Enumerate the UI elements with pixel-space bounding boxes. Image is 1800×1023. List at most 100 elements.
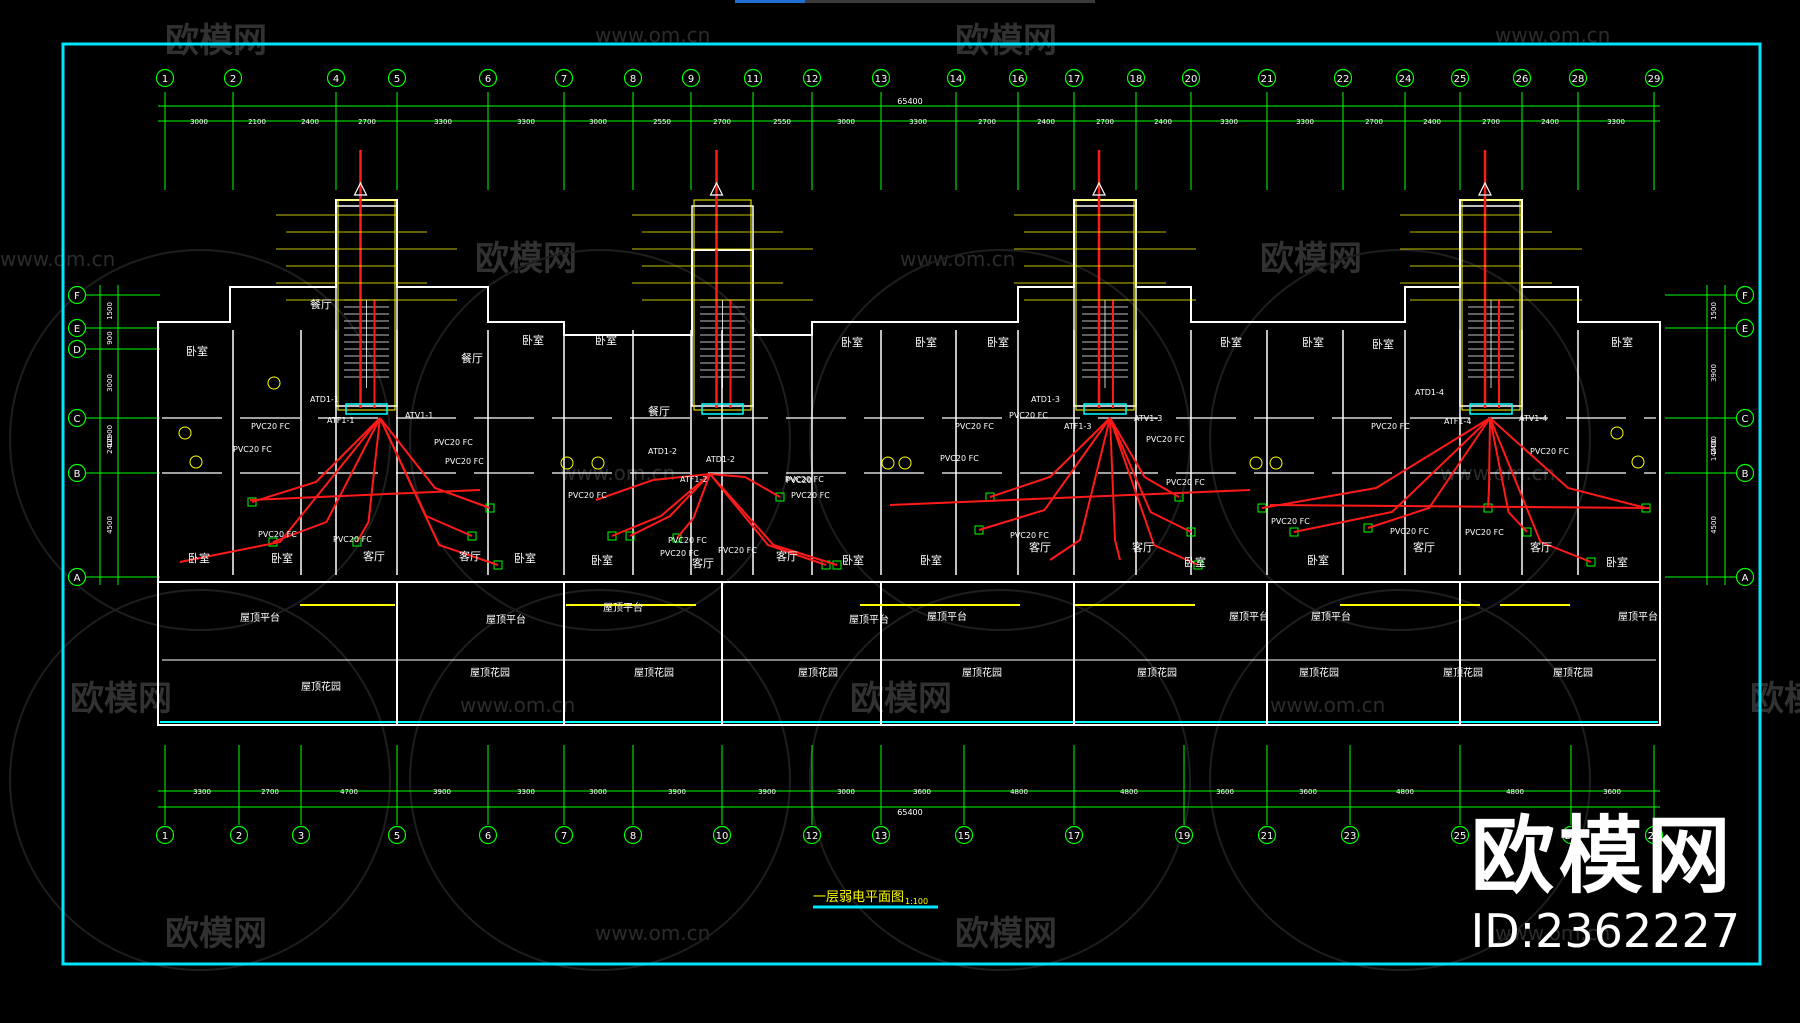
axis-bubble-bottom [1644,825,1664,845]
axis-bubble-bottom [229,825,249,845]
axis-label-bottom: 6 [485,831,491,842]
distribution-box [345,403,388,415]
dim-left-label: 4500 [106,516,114,534]
cable-route [1109,417,1180,498]
title-text: 一层弱电平面图 [813,890,904,905]
axis-bubble-left [67,318,87,338]
watermark-id: ID:2362227 [1470,903,1740,958]
dim-bottom-label: 4800 [1506,788,1524,796]
outer-frame [61,42,1762,966]
dim-right-label: 14400 [1710,439,1718,461]
distribution-box [701,403,744,415]
cable-tag: ATD1-1 [310,395,339,404]
watermark-circle [1209,249,1591,631]
axis-bubble-top [681,68,701,88]
dim-bottom-label: 3600 [1603,788,1621,796]
outlet-box [1193,560,1203,570]
dim-bottom-label: 2700 [261,788,279,796]
room-label: 卧室 [1184,555,1206,569]
room-label: 卧室 [1302,335,1324,349]
dim-bottom-label: 3600 [913,788,931,796]
stair-yellow-frame [693,199,752,411]
cable-tag: PVC20 FC [1465,528,1504,537]
cable-tag: PVC20 FC [791,491,830,500]
stair-core-outline [1073,205,1137,407]
terrace-label: 屋顶平台 [240,611,280,624]
watermark-circle [1209,589,1591,971]
axis-label-top: 25 [1454,74,1467,85]
room-label: 卧室 [915,335,937,349]
axis-bubble-right [1735,318,1755,338]
outlet-box [1186,527,1196,537]
stair-core-outline [691,205,754,407]
cable-tag: PVC20 FC [251,422,290,431]
watermark-brand: 欧模网 [1470,806,1735,905]
axis-bubble-top [1450,68,1470,88]
axis-label-top: 11 [747,74,760,85]
axis-bubble-top [1568,68,1588,88]
dim-top-label: 2550 [773,118,791,126]
cable-tag: ATD1-2 [648,447,677,456]
axis-label-left: D [73,345,81,356]
terrace-label: 屋顶花园 [962,666,1002,679]
axis-bubble-top [478,68,498,88]
dim-bottom-label: 3900 [758,788,776,796]
room-label: 卧室 [920,553,942,567]
bath-fixture [1610,426,1624,440]
dim-bottom-label: 4800 [1396,788,1414,796]
cable-tag: PVC20 [786,476,812,485]
dim-left-label: 2400 [106,436,114,454]
axis-label-top: 20 [1185,74,1198,85]
cable-tag: PVC20 FC [718,546,757,555]
axis-label-top: 2 [230,74,236,85]
room-label: 卧室 [987,335,1009,349]
top-progress-strip [735,0,1095,3]
stair-core-outline [335,205,398,407]
axis-label-left: A [74,573,81,584]
bath-fixture [267,376,281,390]
axis-label-right: F [1742,291,1748,302]
room-label: 客厅 [1029,540,1051,554]
cable-route [1261,417,1491,509]
outlet-box [467,531,477,541]
cable-route [595,473,711,501]
dim-left-label: 900 [106,331,114,344]
axis-bubble-bottom [623,825,643,845]
axis-label-bottom: 2 [236,831,242,842]
watermark-brand-mark: 欧模网 [1750,679,1800,719]
dim-bottom-label: 3900 [668,788,686,796]
stair-yellow-frame [1075,199,1135,411]
terrace-label: 屋顶花园 [1553,666,1593,679]
terrace-label: 屋顶平台 [1229,610,1269,623]
cable-run [1269,504,1651,509]
axis-bubble-bottom [155,825,175,845]
watermark-brand-mark: 欧模网 [955,21,1057,61]
axis-label-top: 29 [1648,74,1661,85]
watermark-brand-mark: 欧模网 [165,914,267,954]
cable-route [1293,417,1491,533]
dim-top-label: 2400 [1154,118,1172,126]
stair-core [632,150,813,415]
dim-left-label: 12900 [106,425,114,447]
outlet-box [1522,527,1532,537]
distribution-box [1083,403,1127,415]
outlet-box [607,531,617,541]
labels-layer: 卧室餐厅餐厅卧室卧室餐厅卧室卧室卧室卧室卧室卧室卧室卧室卧室客厅客厅卧室卧室客厅… [186,297,1658,693]
watermark-url: www.om.cn [460,693,575,717]
terrace-label: 屋顶平台 [486,613,526,626]
cable-tag: ATD1-4 [1415,388,1444,397]
axis-bubble-top [1126,68,1146,88]
terrace-label: 屋顶平台 [849,613,889,626]
axis-label-top: 16 [1012,74,1025,85]
cable-tag: PVC20 FC [233,445,272,454]
cable-tag: PVC20 FC [1371,422,1410,431]
room-label: 卧室 [271,551,293,565]
axis-label-top: 28 [1572,74,1585,85]
cable-tag: PVC20 FC [445,457,484,466]
axis-label-top: 21 [1261,74,1274,85]
outlet-box [485,503,495,513]
cable-route [1109,417,1192,533]
axis-bubble-left [67,339,87,359]
axis-label-bottom: 10 [716,831,729,842]
